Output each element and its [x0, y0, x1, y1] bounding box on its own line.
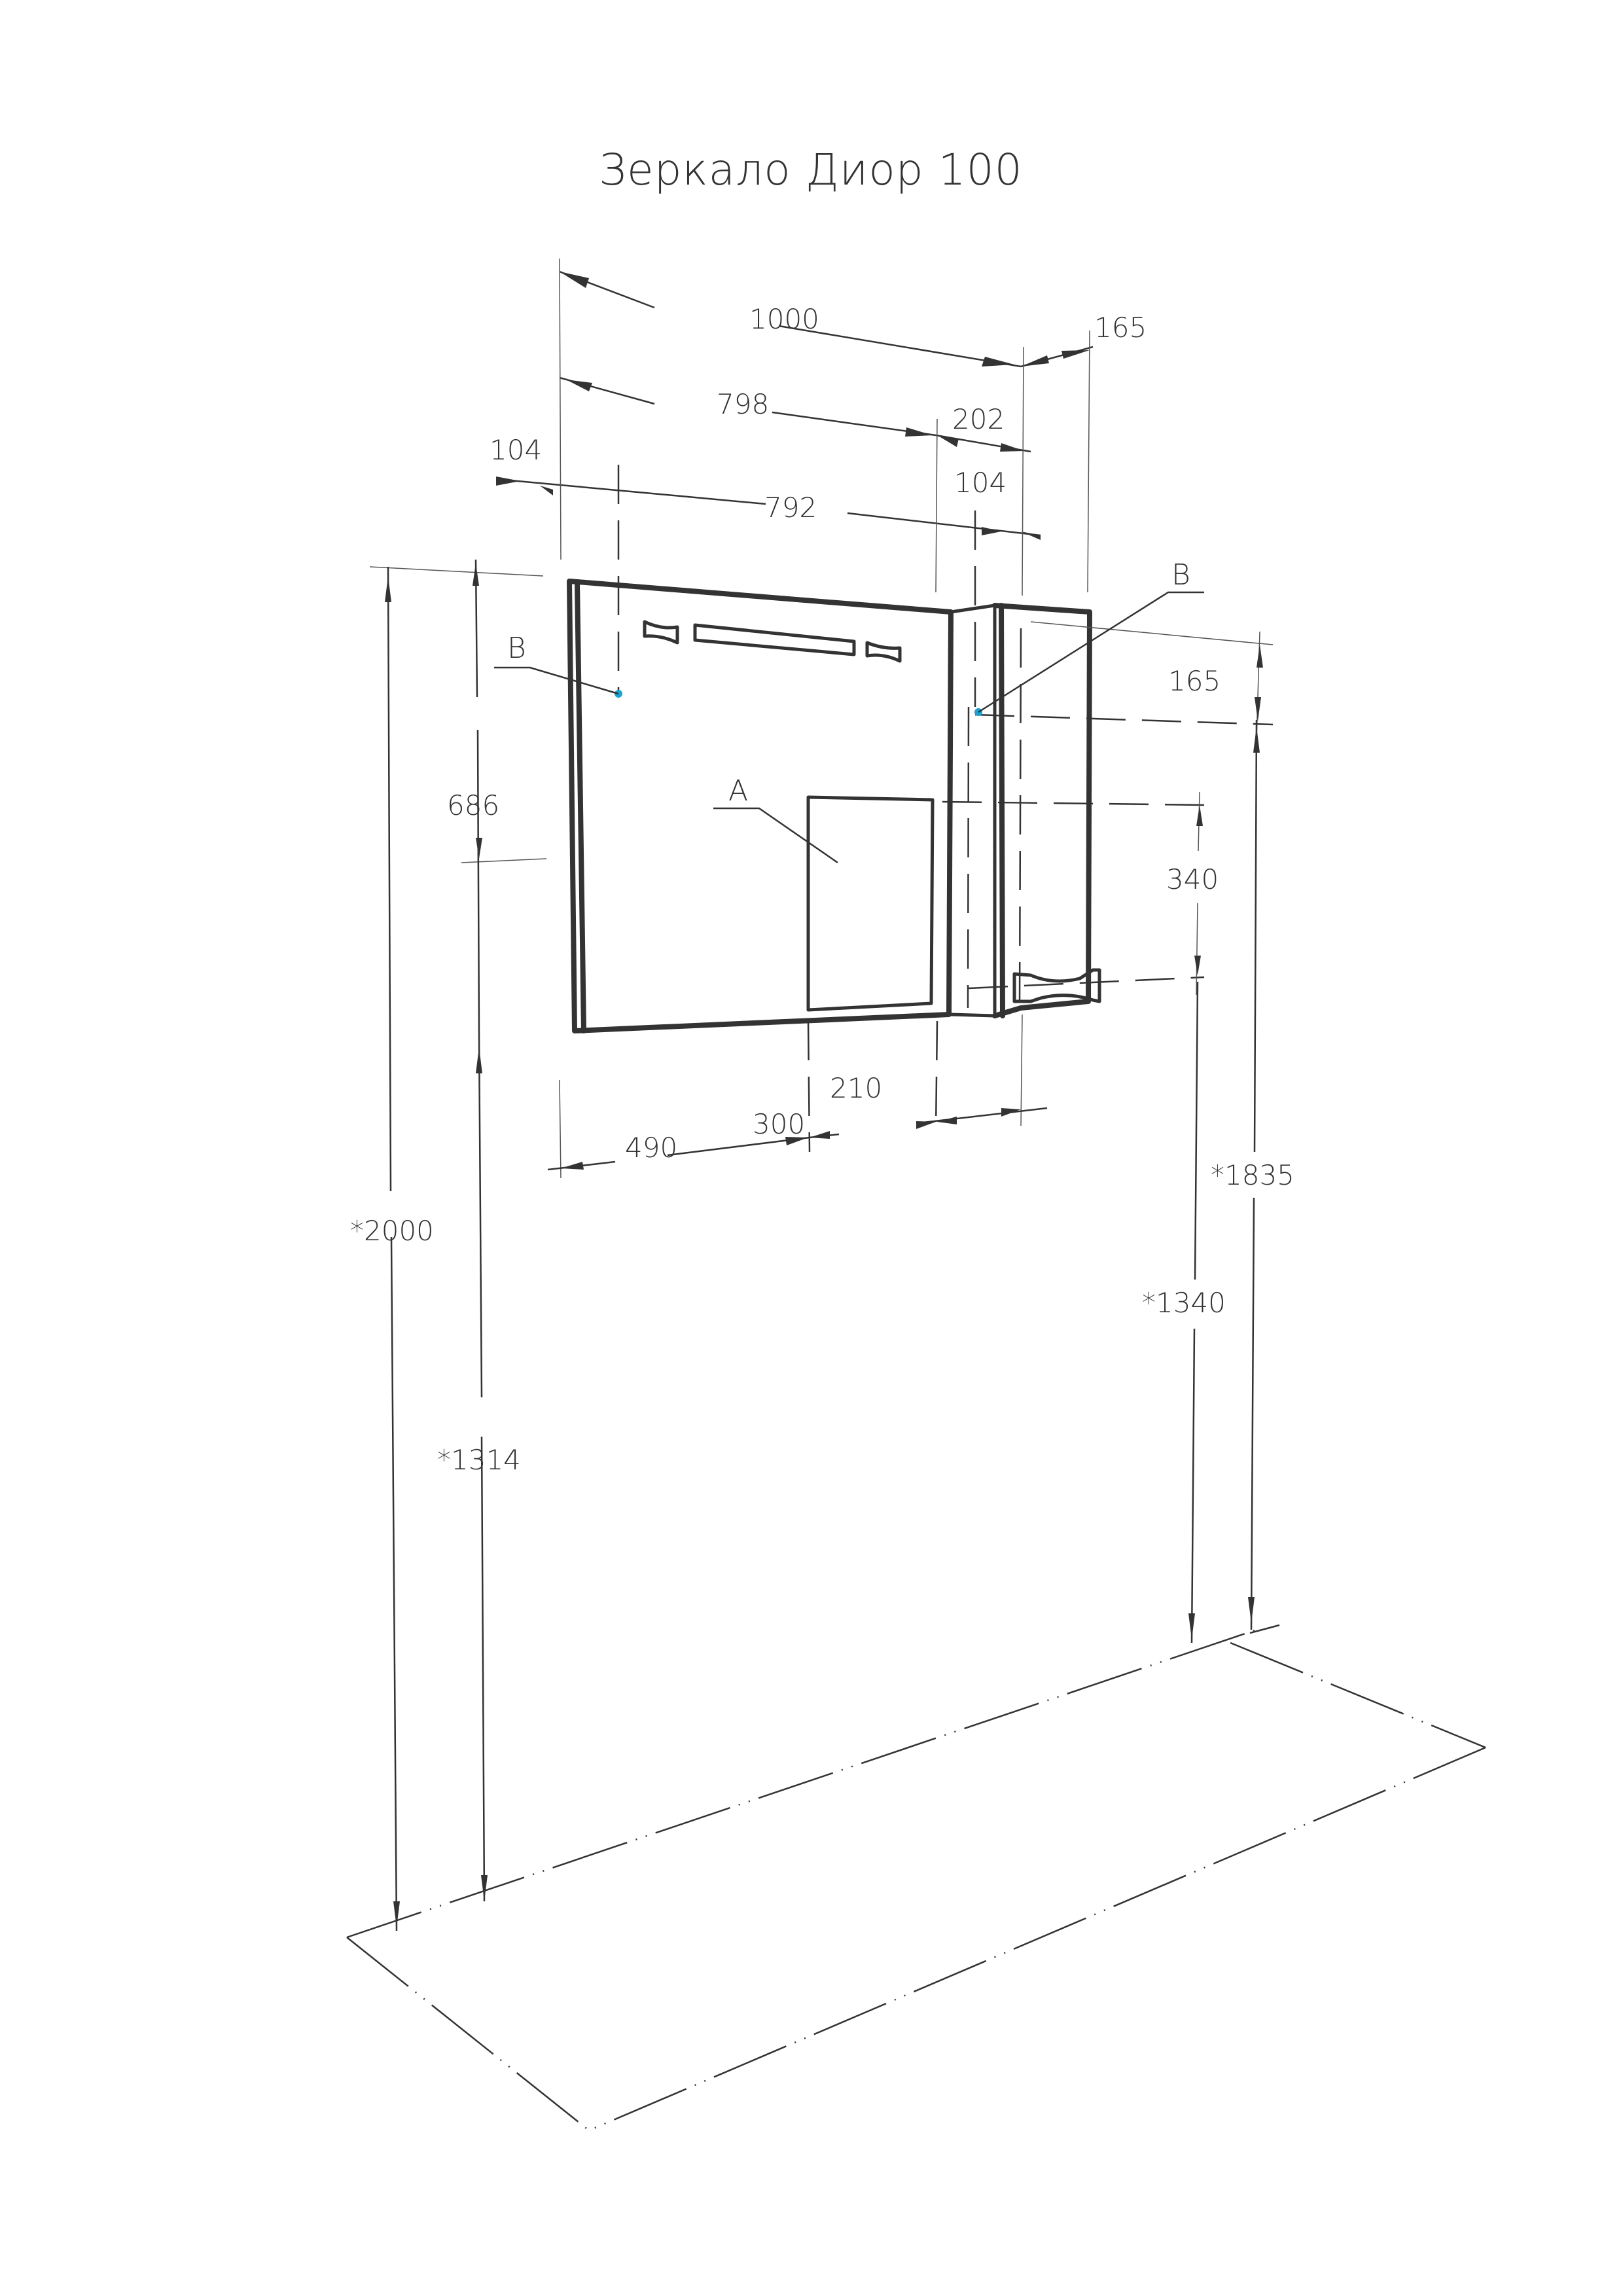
- svg-text:490: 490: [625, 1132, 677, 1164]
- callout-a: A: [713, 774, 838, 864]
- drawing-title: Зеркало Диор 100: [599, 145, 1023, 195]
- dimension-bottom-chain: 490 300 210: [547, 1014, 1048, 1179]
- svg-text:792: 792: [764, 492, 817, 524]
- svg-text:210: 210: [830, 1072, 882, 1104]
- svg-text:B: B: [1171, 558, 1190, 592]
- lamp-left-icon: [643, 620, 679, 645]
- svg-text:*1835: *1835: [1211, 1159, 1294, 1191]
- handle-icon: [1012, 968, 1101, 1003]
- svg-text:104: 104: [954, 467, 1007, 499]
- callout-b-right: B: [978, 558, 1204, 713]
- svg-text:*1340: *1340: [1142, 1287, 1226, 1319]
- svg-text:B: B: [507, 632, 526, 665]
- lamp-right-icon: [865, 641, 902, 663]
- dimension-mirror-width: 798: [559, 376, 936, 437]
- svg-text:*1314: *1314: [437, 1444, 521, 1476]
- dimension-mirror-height: 686: [369, 559, 547, 1035]
- svg-text:1000: 1000: [749, 303, 819, 335]
- svg-text:A: A: [728, 774, 748, 808]
- svg-text:*2000: *2000: [350, 1215, 434, 1247]
- svg-text:798: 798: [717, 388, 769, 420]
- dimension-floor-to-handle: *1340: [1142, 981, 1226, 1643]
- dimension-floor-to-bottom: *1314: [437, 1033, 521, 1902]
- callout-b-left: B: [494, 632, 619, 695]
- dimension-floor-to-top: *2000: [350, 566, 434, 1931]
- dimension-offset-right: 104: [954, 467, 1007, 499]
- floor-plane: [346, 1624, 1486, 2132]
- dimension-mount-drop: 165: [1168, 631, 1263, 740]
- dimension-handle-height: 340: [1166, 791, 1219, 996]
- mirror-panel: [567, 579, 954, 1033]
- zone-a-hatched: [806, 795, 935, 1012]
- svg-text:165: 165: [1094, 312, 1147, 344]
- reference-lines: [942, 621, 1274, 990]
- dimension-offset-left: 104: [490, 434, 542, 486]
- svg-text:686: 686: [447, 789, 499, 821]
- dimension-cabinet-width: 202: [935, 403, 1031, 453]
- svg-text:202: 202: [952, 403, 1005, 435]
- dimension-overall-width: 1000: [559, 270, 1022, 368]
- side-cabinet: [950, 603, 1101, 1018]
- extension-lines-top: [559, 258, 1090, 707]
- light-strip: [693, 623, 856, 656]
- svg-text:165: 165: [1168, 665, 1221, 697]
- svg-text:104: 104: [490, 434, 542, 466]
- svg-text:300: 300: [753, 1108, 805, 1140]
- svg-text:340: 340: [1166, 863, 1219, 895]
- dimension-floor-to-mount: *1835: [1211, 719, 1294, 1630]
- dimension-cabinet-depth-top: 165: [1020, 312, 1147, 368]
- dimension-mount-spacing: 792: [495, 478, 1041, 540]
